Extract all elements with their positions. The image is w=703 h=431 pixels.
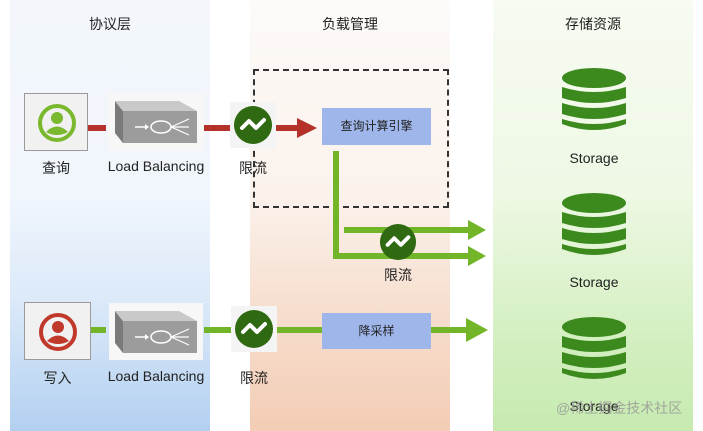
storage-limiter-label: 限流 xyxy=(384,267,412,283)
downsample-node[interactable]: 降采样 xyxy=(322,313,431,349)
storage-arrow-upper xyxy=(468,220,486,240)
storage-limiter-node[interactable] xyxy=(379,223,417,261)
query-client-node[interactable] xyxy=(24,93,88,151)
storage-label-2: Storage xyxy=(569,274,619,290)
rate-limit-icon xyxy=(379,223,417,261)
user-icon xyxy=(38,104,76,142)
query-client-label: 查询 xyxy=(42,160,70,176)
write-client-label: 写入 xyxy=(43,370,72,386)
load-management-column: 负载管理 xyxy=(250,0,450,431)
load-balancer-icon xyxy=(115,311,197,353)
write-limiter-node[interactable] xyxy=(231,306,277,352)
rate-limit-icon xyxy=(235,310,273,348)
query-limiter-label: 限流 xyxy=(239,160,267,176)
storage-arrow-lower xyxy=(468,246,486,266)
storage-label-3: Storage xyxy=(569,398,619,414)
write-load-balancer[interactable] xyxy=(109,303,203,360)
write-arrow-head xyxy=(466,318,488,342)
query-limiter-node[interactable] xyxy=(230,102,276,148)
rate-limit-icon xyxy=(234,106,272,144)
storage-node-3[interactable] xyxy=(561,317,627,381)
query-load-balancer[interactable] xyxy=(108,93,204,151)
watermark: @稀土掘金技术社区 xyxy=(556,400,683,416)
database-icon xyxy=(562,193,626,255)
storage-node-1[interactable] xyxy=(561,68,627,132)
load-balancer-icon xyxy=(115,101,197,143)
query-engine-node[interactable]: 查询计算引擎 xyxy=(322,108,431,145)
protocol-layer-title: 协议层 xyxy=(89,16,131,32)
write-limiter-label: 限流 xyxy=(240,370,268,386)
write-lb-label: Load Balancing xyxy=(107,368,205,384)
write-client-node[interactable] xyxy=(24,302,91,360)
load-management-title: 负载管理 xyxy=(322,16,378,32)
storage-label-1: Storage xyxy=(569,150,619,166)
storage-resource-title: 存储资源 xyxy=(565,16,621,32)
database-icon xyxy=(562,317,626,379)
query-arrow-head xyxy=(297,118,317,138)
storage-node-2[interactable] xyxy=(561,193,627,257)
query-lb-label: Load Balancing xyxy=(107,158,205,174)
database-icon xyxy=(562,68,626,130)
user-icon xyxy=(39,313,77,351)
